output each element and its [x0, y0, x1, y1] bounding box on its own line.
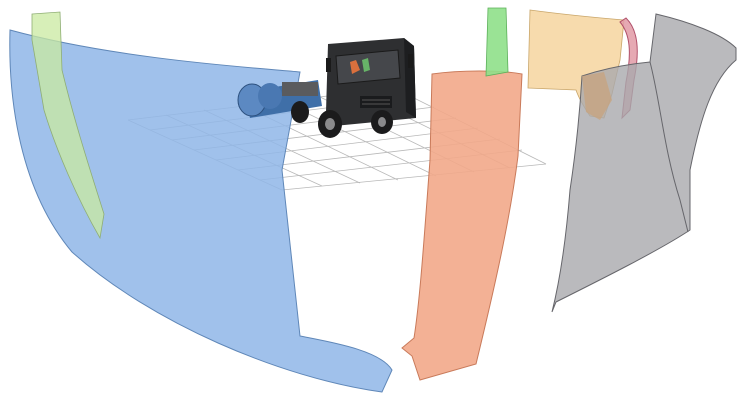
center-mirror-surface [402, 71, 522, 380]
center-green-strip [486, 8, 508, 76]
